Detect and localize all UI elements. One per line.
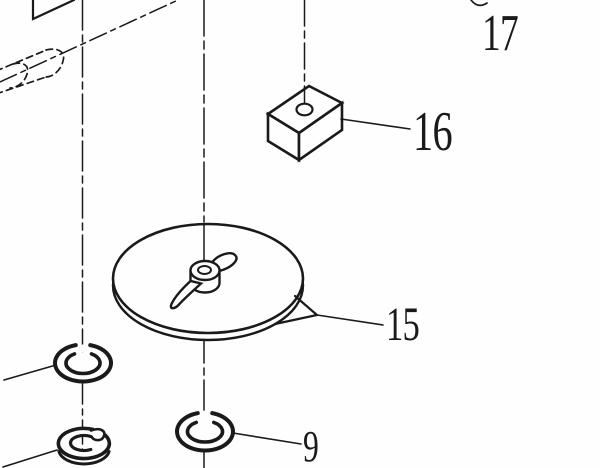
leader-line-lock-washer bbox=[2, 449, 58, 468]
bolt-side-top bbox=[0, 50, 45, 71]
bolt-mid-cap bbox=[9, 62, 29, 89]
wing-nut-hub bbox=[169, 252, 238, 310]
washer-left-outer bbox=[53, 343, 113, 384]
flat-washer-9 bbox=[175, 411, 235, 453]
flat-washer-left bbox=[53, 343, 113, 384]
washer-9-outer bbox=[175, 411, 235, 453]
block-bolt-hole bbox=[295, 102, 314, 117]
bolt-side-bottom bbox=[0, 76, 47, 94]
leader-line-16 bbox=[340, 118, 411, 130]
washer-9-inner bbox=[185, 420, 225, 444]
centerlines bbox=[0, 0, 306, 468]
wing-blade-left bbox=[169, 279, 204, 310]
part-label-17[interactable]: 17 bbox=[482, 5, 519, 62]
lock-washer-inner bbox=[68, 433, 93, 453]
block-right-face bbox=[297, 100, 344, 163]
lock-washer-outer bbox=[56, 426, 112, 461]
centerline-diagonal bbox=[0, 0, 179, 83]
washer-left-fill bbox=[55, 344, 112, 382]
part-label-15[interactable]: 15 bbox=[386, 298, 420, 351]
bolt-end-cap bbox=[45, 48, 65, 78]
part-label-9[interactable]: 9 bbox=[303, 422, 319, 468]
washer-9-fill bbox=[177, 412, 234, 451]
leader-line-15 bbox=[316, 314, 384, 326]
disc-15 bbox=[111, 222, 320, 342]
washer-left-inner bbox=[64, 352, 102, 376]
leader-line-washer-left bbox=[3, 364, 57, 381]
hub-hole bbox=[197, 265, 212, 275]
lock-washer-split-hook bbox=[89, 427, 106, 442]
leader-line-9 bbox=[232, 432, 302, 445]
part-label-16[interactable]: 16 bbox=[413, 101, 453, 163]
plate-corner bbox=[31, 0, 76, 21]
lock-washer-rim bbox=[57, 450, 111, 466]
split-lock-washer bbox=[56, 426, 112, 466]
nut-block-16 bbox=[265, 84, 345, 163]
leader-arc-17 bbox=[470, 0, 488, 7]
phantom-bolt bbox=[0, 48, 65, 94]
